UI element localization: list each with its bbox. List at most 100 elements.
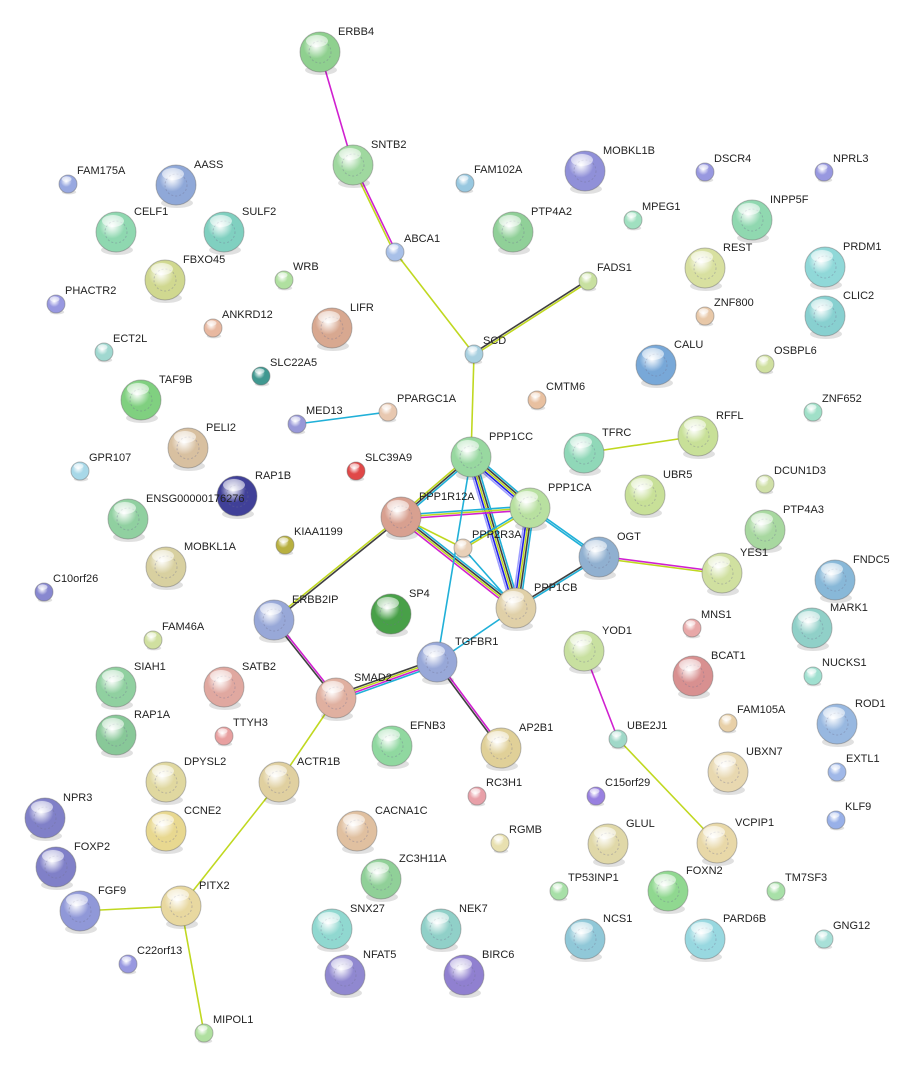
node-foxn2[interactable]: FOXN2 [647, 865, 723, 914]
node-ptp4a3[interactable]: PTP4A3 [744, 504, 824, 553]
node-cacna1c[interactable]: CACNA1C [336, 805, 428, 854]
node-ect2l[interactable]: ECT2L [94, 333, 147, 363]
node-efnb3[interactable]: EFNB3 [371, 720, 445, 769]
node-wrb[interactable]: WRB [274, 261, 319, 291]
node-ensg00000176276[interactable]: ENSG00000176276 [107, 493, 244, 542]
node-fads1[interactable]: FADS1 [578, 262, 632, 292]
node-fgf9[interactable]: FGF9 [59, 885, 126, 934]
node-c22orf13[interactable]: C22orf13 [118, 945, 182, 975]
node-ube2j1[interactable]: UBE2J1 [608, 720, 667, 750]
node-nfat5[interactable]: NFAT5 [324, 949, 396, 998]
node-tp53inp1[interactable]: TP53INP1 [549, 872, 619, 902]
node-osbpl6[interactable]: OSBPL6 [755, 345, 817, 375]
node-fam102a[interactable]: FAM102A [455, 164, 523, 194]
node-yod1[interactable]: YOD1 [563, 625, 632, 674]
node-rap1b[interactable]: RAP1B [216, 470, 291, 519]
node-vcpip1[interactable]: VCPIP1 [696, 817, 774, 866]
node-clic2[interactable]: CLIC2 [804, 290, 874, 339]
node-tgfbr1[interactable]: TGFBR1 [416, 636, 498, 685]
node-sulf2[interactable]: SULF2 [203, 206, 276, 255]
edge-abca1-scd[interactable] [394, 251, 475, 355]
edge-scd-fads1[interactable] [473, 279, 589, 356]
node-tm7sf3[interactable]: TM7SF3 [766, 872, 827, 902]
node-dscr4[interactable]: DSCR4 [695, 153, 751, 183]
node-c15orf29[interactable]: C15orf29 [586, 777, 650, 807]
node-erbb2ip[interactable]: ERBB2IP [253, 594, 338, 643]
node-kiaa1199[interactable]: KIAA1199 [275, 526, 343, 556]
node-dpysl2[interactable]: DPYSL2 [145, 756, 226, 805]
node-ap2b1[interactable]: AP2B1 [480, 722, 553, 771]
node-fam46a[interactable]: FAM46A [143, 621, 205, 651]
node-rc3h1[interactable]: RC3H1 [467, 777, 522, 807]
node-rest[interactable]: REST [684, 242, 753, 291]
node-pitx2[interactable]: PITX2 [160, 880, 230, 929]
node-calu[interactable]: CALU [635, 339, 703, 388]
node-mobkl1a[interactable]: MOBKL1A [145, 541, 237, 590]
node-gng12[interactable]: GNG12 [814, 920, 870, 950]
node-tfrc[interactable]: TFRC [563, 427, 631, 476]
node-foxp2[interactable]: FOXP2 [35, 841, 110, 890]
node-znf800[interactable]: ZNF800 [695, 297, 754, 327]
node-fam175a[interactable]: FAM175A [58, 165, 126, 195]
node-npr3[interactable]: NPR3 [24, 792, 92, 841]
edge-ppp1cc-tgfbr1[interactable] [436, 456, 472, 663]
node-ubxn7[interactable]: UBXN7 [707, 746, 783, 795]
node-fndc5[interactable]: FNDC5 [814, 554, 890, 603]
node-ppp1cc[interactable]: PPP1CC [450, 431, 533, 480]
node-gpr107[interactable]: GPR107 [70, 452, 131, 482]
node-ccne2[interactable]: CCNE2 [145, 805, 221, 854]
node-rap1a[interactable]: RAP1A [95, 709, 171, 758]
node-bcat1[interactable]: BCAT1 [672, 650, 746, 699]
node-sntb2[interactable]: SNTB2 [332, 139, 406, 188]
node-slc39a9[interactable]: SLC39A9 [346, 452, 412, 482]
node-abca1[interactable]: ABCA1 [385, 233, 440, 263]
node-c10orf26[interactable]: C10orf26 [34, 573, 98, 603]
node-rgmb[interactable]: RGMB [490, 824, 542, 854]
node-cmtm6[interactable]: CMTM6 [527, 381, 585, 411]
edge-actr1b-pitx2[interactable] [180, 781, 280, 907]
edge-ogt-yes1[interactable] [598, 555, 723, 575]
node-prdm1[interactable]: PRDM1 [804, 241, 882, 290]
node-actr1b[interactable]: ACTR1B [258, 756, 340, 805]
node-fam105a[interactable]: FAM105A [718, 704, 786, 734]
node-mark1[interactable]: MARK1 [791, 602, 868, 651]
node-ppargc1a[interactable]: PPARGC1A [378, 393, 457, 423]
node-mpeg1[interactable]: MPEG1 [623, 201, 681, 231]
node-ubr5[interactable]: UBR5 [624, 469, 692, 518]
node-ankrd12[interactable]: ANKRD12 [203, 309, 273, 339]
edge-pitx2-mipol1[interactable] [180, 905, 205, 1034]
node-smad2[interactable]: SMAD2 [315, 672, 392, 721]
node-zc3h11a[interactable]: ZC3H11A [360, 853, 447, 902]
node-ogt[interactable]: OGT [578, 531, 641, 580]
node-inpp5f[interactable]: INPP5F [731, 194, 809, 243]
node-mobkl1b[interactable]: MOBKL1B [564, 145, 655, 194]
edge-ube2j1-vcpip1[interactable] [617, 738, 718, 844]
node-ppp1ca[interactable]: PPP1CA [509, 482, 592, 531]
node-ncs1[interactable]: NCS1 [564, 913, 632, 962]
node-ttyh3[interactable]: TTYH3 [214, 717, 268, 747]
node-aass[interactable]: AASS [155, 159, 223, 208]
node-glul[interactable]: GLUL [587, 818, 655, 867]
node-znf652[interactable]: ZNF652 [803, 393, 862, 423]
node-nek7[interactable]: NEK7 [420, 903, 488, 952]
node-lifr[interactable]: LIFR [311, 302, 374, 351]
node-scd[interactable]: SCD [464, 335, 506, 365]
node-mns1[interactable]: MNS1 [682, 609, 732, 639]
node-phactr2[interactable]: PHACTR2 [46, 285, 116, 315]
node-klf9[interactable]: KLF9 [826, 801, 871, 831]
node-slc22a5[interactable]: SLC22A5 [251, 357, 317, 387]
edge-ppp1ca-ppp1r12a[interactable] [400, 505, 531, 520]
node-siah1[interactable]: SIAH1 [95, 661, 166, 710]
node-ppp1cb[interactable]: PPP1CB [495, 582, 577, 631]
edge-ppp1r12a-ppp1cb[interactable] [398, 514, 519, 611]
node-fbxo45[interactable]: FBXO45 [144, 254, 225, 303]
edge-ppp1cc-ppp1cb[interactable] [466, 455, 521, 610]
node-satb2[interactable]: SATB2 [203, 661, 276, 710]
node-rffl[interactable]: RFFL [677, 410, 744, 459]
edge-ppp1r12a-erbb2ip[interactable] [272, 515, 403, 622]
node-extl1[interactable]: EXTL1 [827, 753, 880, 783]
node-birc6[interactable]: BIRC6 [443, 949, 514, 998]
node-mipol1[interactable]: MIPOL1 [194, 1014, 253, 1044]
node-celf1[interactable]: CELF1 [95, 206, 168, 255]
node-erbb4[interactable]: ERBB4 [299, 26, 374, 75]
